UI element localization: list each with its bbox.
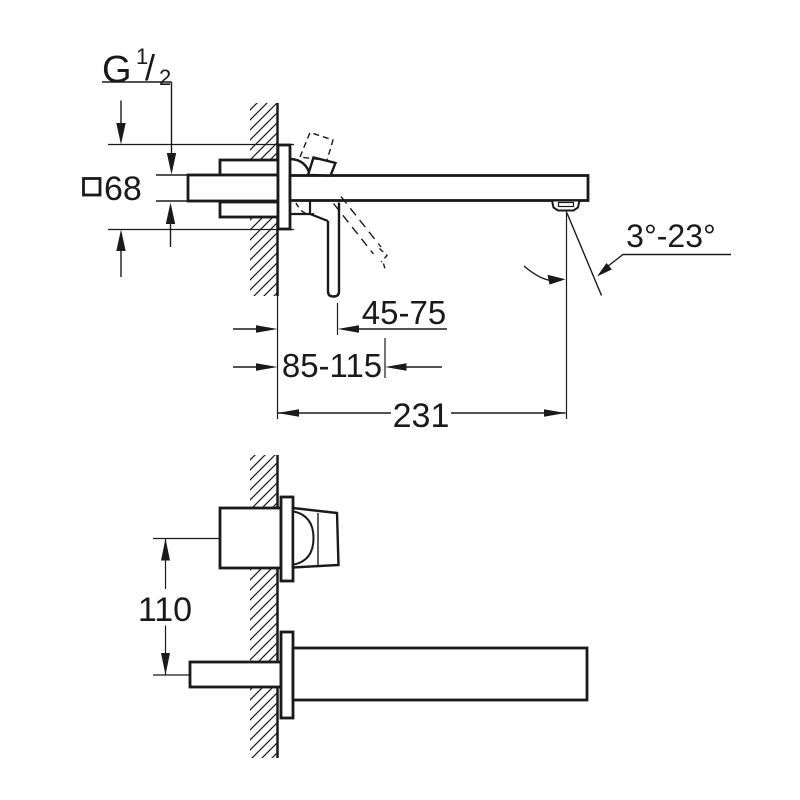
concealed-body-upper-step <box>218 158 280 177</box>
lever-pivot-dashed-arc <box>295 202 319 215</box>
wall-hatch-lower <box>250 218 278 296</box>
thread-label-prefix: G <box>102 49 132 91</box>
thread-leader-line <box>102 81 173 154</box>
dim-85-115-arrow-left <box>385 363 407 371</box>
dim-85-115-label: 85-115 <box>282 347 382 384</box>
lower-drawing: 110 <box>138 455 589 758</box>
concealed-body-lower-step <box>218 200 280 219</box>
aerator-inner-detail <box>557 201 575 208</box>
thread-arrow-up <box>165 202 176 224</box>
dim-110-extension-lines <box>153 537 220 676</box>
upper-drawing: G 1 / 2 68 45-75 <box>82 44 731 435</box>
spout-escutcheon-plate <box>279 630 295 720</box>
escutcheon-dimension: 68 <box>82 100 294 277</box>
wall-hatch-bottom <box>250 687 278 758</box>
handle-escutcheon-plate <box>279 495 295 583</box>
dim-68-arrow-up <box>116 229 126 251</box>
dim-231-extension-lines <box>276 211 568 419</box>
angle-leader-arrowhead <box>597 263 612 277</box>
lever-blade <box>326 202 341 298</box>
angle-annotation: 3°-23° <box>523 212 731 296</box>
thread-arrow-down <box>166 153 177 175</box>
angle-arc-arrowhead <box>547 274 566 285</box>
dim-231: 231 <box>276 211 568 435</box>
dim-231-arrow-left <box>277 409 299 417</box>
lever-forward-tip-dashed <box>379 247 388 270</box>
dim-45-75: 45-75 <box>233 294 447 335</box>
dim-45-75-label: 45-75 <box>362 294 446 331</box>
dim-85-115-arrow-right <box>256 363 278 371</box>
dim-45-75-arrow-right <box>256 325 278 333</box>
thread-label-slash: / <box>145 47 155 88</box>
handle-concealed-body <box>218 506 283 570</box>
dim-68-arrow-down <box>116 123 126 145</box>
dim-231-label: 231 <box>393 397 450 435</box>
spout-plan <box>291 646 589 702</box>
dim-110-label: 110 <box>138 591 192 629</box>
escutcheon-plate-side <box>276 143 292 231</box>
lever-neck <box>290 201 329 223</box>
angle-ray <box>566 212 603 296</box>
dim-68-label: 68 <box>104 170 142 208</box>
spout-side <box>288 174 590 202</box>
handle-knob <box>291 506 340 569</box>
lever-pivot-dome <box>290 157 312 176</box>
wall-hatch-upper <box>250 103 278 160</box>
dim-110-arrow-down <box>161 653 170 675</box>
wall-hatch-top <box>250 455 278 508</box>
thread-label-denominator: 2 <box>159 65 171 90</box>
dim-231-arrow-right <box>544 409 566 417</box>
dim-45-75-arrow-left <box>337 325 359 333</box>
square-symbol <box>82 177 102 197</box>
dim-110: 110 <box>138 537 220 676</box>
handle-knob-arc <box>293 510 315 566</box>
supply-pipe-stub-lines <box>156 174 188 202</box>
angle-leader-line <box>607 253 731 268</box>
lever-up-position <box>306 156 338 177</box>
lever-raised-position-dashed <box>299 131 334 162</box>
thread-label-numerator: 1 <box>136 44 148 69</box>
dim-68-extension-lines <box>108 143 294 231</box>
lever-forward-position-dashed <box>332 196 382 255</box>
supply-pipe <box>186 173 280 203</box>
dim-110-arrow-up <box>161 538 170 561</box>
dim-85-115: 85-115 <box>233 338 442 384</box>
thread-dimension: G 1 / 2 <box>102 44 177 247</box>
spout-concealed-body <box>188 660 283 689</box>
wall-hatch-middle <box>250 568 278 662</box>
angle-range-label: 3°-23° <box>626 218 716 254</box>
